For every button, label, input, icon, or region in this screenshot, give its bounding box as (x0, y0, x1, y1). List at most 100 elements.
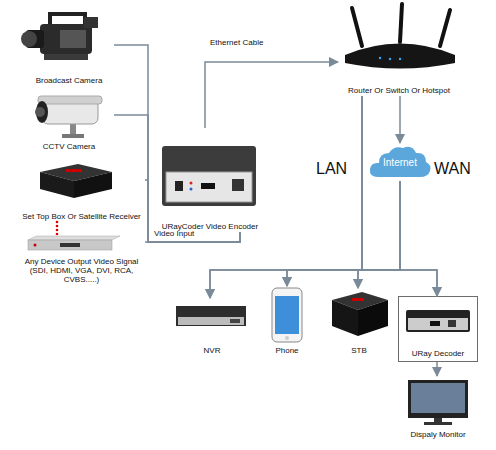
decoder-body (406, 310, 470, 332)
encoder-box: URayCoder Video Encoder (158, 128, 262, 232)
router-body (345, 44, 455, 69)
node-text: URay Decoder (412, 349, 464, 359)
node-text: Router Or Switch Or Hotspot (348, 86, 450, 96)
camera-viewfinder (84, 17, 98, 28)
camera-handle (50, 14, 85, 24)
router-box: Router Or Switch Or Hotspot (338, 4, 460, 96)
connector-line (358, 181, 400, 288)
node-text: Phone (275, 346, 298, 356)
device-caption-box: NVR (172, 298, 252, 356)
network-label: LAN (316, 160, 347, 177)
dvd-led (34, 244, 37, 247)
dvd-front (28, 240, 112, 250)
node-text: CCTV Camera (43, 142, 95, 152)
device-caption-box: STB (326, 288, 392, 356)
device-caption-box: Phone (262, 286, 312, 356)
device-caption-box: Any Device Output Video Signal (SDI, HDM… (18, 228, 145, 285)
signal-label: Video Input (154, 229, 194, 238)
red-dot (56, 221, 59, 224)
ethernet-port (232, 179, 244, 191)
nvr-button (230, 319, 240, 323)
led (379, 57, 381, 59)
encoder-face (166, 172, 252, 202)
connector-line (210, 181, 400, 298)
cctv-lens (36, 101, 48, 123)
node-text: Any Device Output Video Signal (SDI, HDM… (18, 257, 145, 285)
phone-screen (275, 296, 299, 334)
stb-icon (332, 292, 388, 336)
stb-side (358, 300, 388, 336)
router-icon (345, 4, 455, 69)
device-caption-box: CCTV Camera (24, 92, 114, 152)
connector-line (210, 96, 362, 298)
camera-lens-glass (21, 31, 37, 47)
stb-side (74, 172, 112, 198)
phone-icon (272, 288, 302, 342)
camera-body (40, 24, 92, 54)
decoder-port (448, 320, 456, 327)
node-text: Dispaly Monitor (410, 430, 465, 440)
monitor-icon (408, 380, 468, 425)
stb-logo (352, 298, 364, 301)
nvr-icon (176, 306, 246, 326)
connector-line (436, 362, 438, 376)
led (389, 58, 391, 60)
phone-body (272, 288, 302, 342)
monitor-box: Dispaly Monitor (398, 376, 478, 440)
set-top-box-icon (40, 164, 112, 198)
antenna (440, 10, 450, 46)
stb-front (40, 172, 74, 198)
led (399, 58, 401, 60)
camera-base (44, 54, 88, 60)
encoder-icon (162, 146, 256, 206)
red-dot (56, 233, 59, 236)
connector-line (145, 180, 240, 242)
decoder-port (430, 321, 440, 326)
decoder-box: URay Decoder (398, 296, 478, 362)
antenna (352, 8, 362, 46)
stb-front (332, 300, 358, 336)
dvd-display (60, 243, 80, 247)
connector-line (287, 96, 362, 286)
device-caption-box: Broadcast Camera (24, 6, 114, 86)
cctv-hood (38, 96, 102, 104)
stb-logo (66, 169, 82, 172)
nvr-body (176, 306, 246, 326)
connector-line (358, 96, 362, 288)
connector-line (205, 62, 338, 128)
broadcast-camera-icon (21, 14, 98, 60)
camera-panel (60, 30, 86, 48)
encoder-body (162, 146, 256, 206)
cloud-shape (370, 147, 431, 177)
antenna (400, 4, 402, 42)
cloud-node: Internet (368, 143, 432, 181)
connector-line (287, 181, 400, 286)
red-dot (56, 229, 59, 232)
nvr-front (178, 317, 244, 325)
cctv-mount (62, 134, 84, 138)
led (190, 188, 193, 191)
node-text: STB (351, 346, 367, 356)
cctv-camera-icon (35, 96, 102, 138)
connector-line (400, 181, 437, 296)
decoder-front (408, 318, 468, 330)
led (190, 182, 193, 185)
node-text: Set Top Box Or Satellite Receiver (22, 212, 141, 222)
network-label: WAN (434, 160, 471, 177)
monitor-base (424, 422, 452, 425)
edge-label: Ethernet Cable (210, 38, 263, 47)
connector-line (399, 96, 401, 143)
connector-line (362, 96, 437, 296)
phone-button (285, 336, 289, 340)
device-caption-box: Set Top Box Or Satellite Receiver (18, 158, 145, 222)
monitor-screen (411, 383, 465, 413)
node-text: NVR (204, 346, 221, 356)
hdmi-port (201, 183, 215, 189)
cctv-lens-glass (35, 107, 45, 117)
decoder-icon (406, 310, 470, 332)
node-text: Internet (383, 157, 417, 168)
monitor-frame (408, 380, 468, 418)
dvd-top (28, 236, 120, 240)
dc-port (175, 181, 183, 191)
